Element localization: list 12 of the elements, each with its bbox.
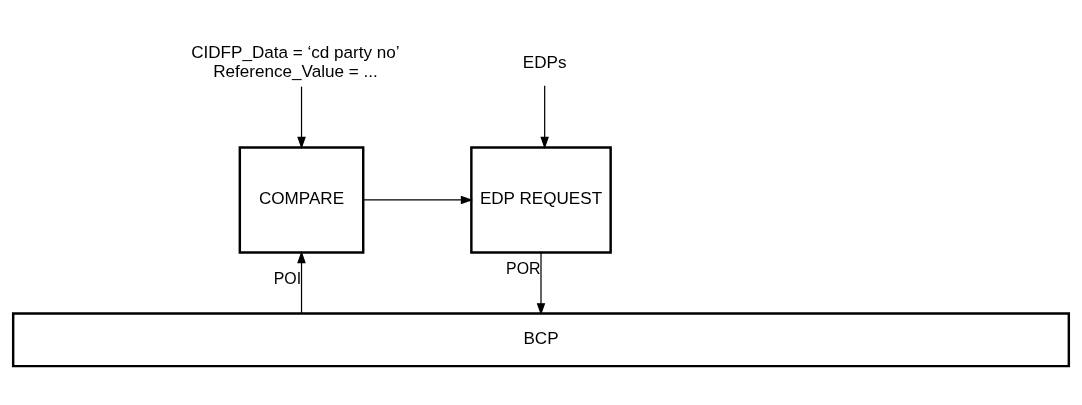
node-box: EDP REQUEST (470, 145, 612, 254)
arrow (362, 195, 474, 204)
node-box: BCP (11, 311, 1071, 367)
arrow (536, 251, 546, 315)
arrow (297, 85, 306, 149)
edge-label: POR (506, 259, 541, 277)
arrow (540, 84, 549, 149)
arrow (297, 250, 306, 314)
edge-label: POI (273, 269, 302, 287)
node-text: EDPs (522, 52, 567, 72)
node-box: COMPARE (238, 145, 365, 254)
node-text: CIDFP_Data = ‘cd party no’ Reference_Value = ... (191, 42, 400, 81)
